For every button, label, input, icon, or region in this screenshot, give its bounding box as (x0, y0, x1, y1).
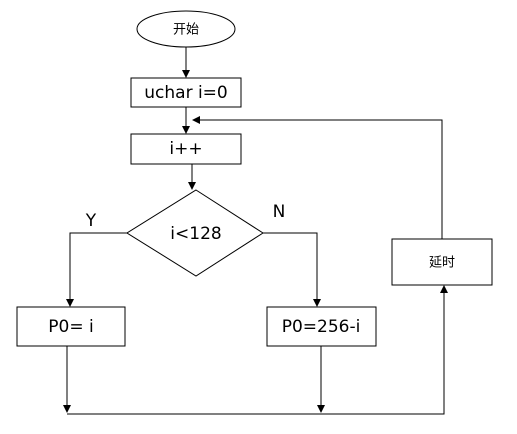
increment-box: i++ (130, 133, 242, 165)
init-box: uchar i=0 (130, 77, 242, 108)
connector-decision-yes (66, 232, 127, 307)
no-action-box: P0=256-i (266, 306, 377, 347)
increment-label: i++ (169, 139, 202, 159)
no-branch-label: N (273, 202, 286, 222)
connector-decision-no (263, 232, 321, 307)
yes-action-box: P0= i (16, 306, 126, 347)
delay-box: 延时 (391, 238, 493, 286)
init-label: uchar i=0 (144, 83, 228, 103)
decision-diamond: i<128 (126, 189, 264, 277)
condition-label: i<128 (170, 224, 221, 244)
connector-merge-delay (67, 285, 448, 415)
start-node: 开始 (136, 10, 236, 48)
yes-branch-label: Y (85, 211, 97, 231)
yes-action-label: P0= i (48, 317, 93, 337)
start-label: 开始 (173, 23, 199, 38)
no-action-label: P0=256-i (282, 317, 361, 337)
delay-label: 延时 (429, 256, 455, 271)
connector-delay-loop (192, 116, 443, 239)
